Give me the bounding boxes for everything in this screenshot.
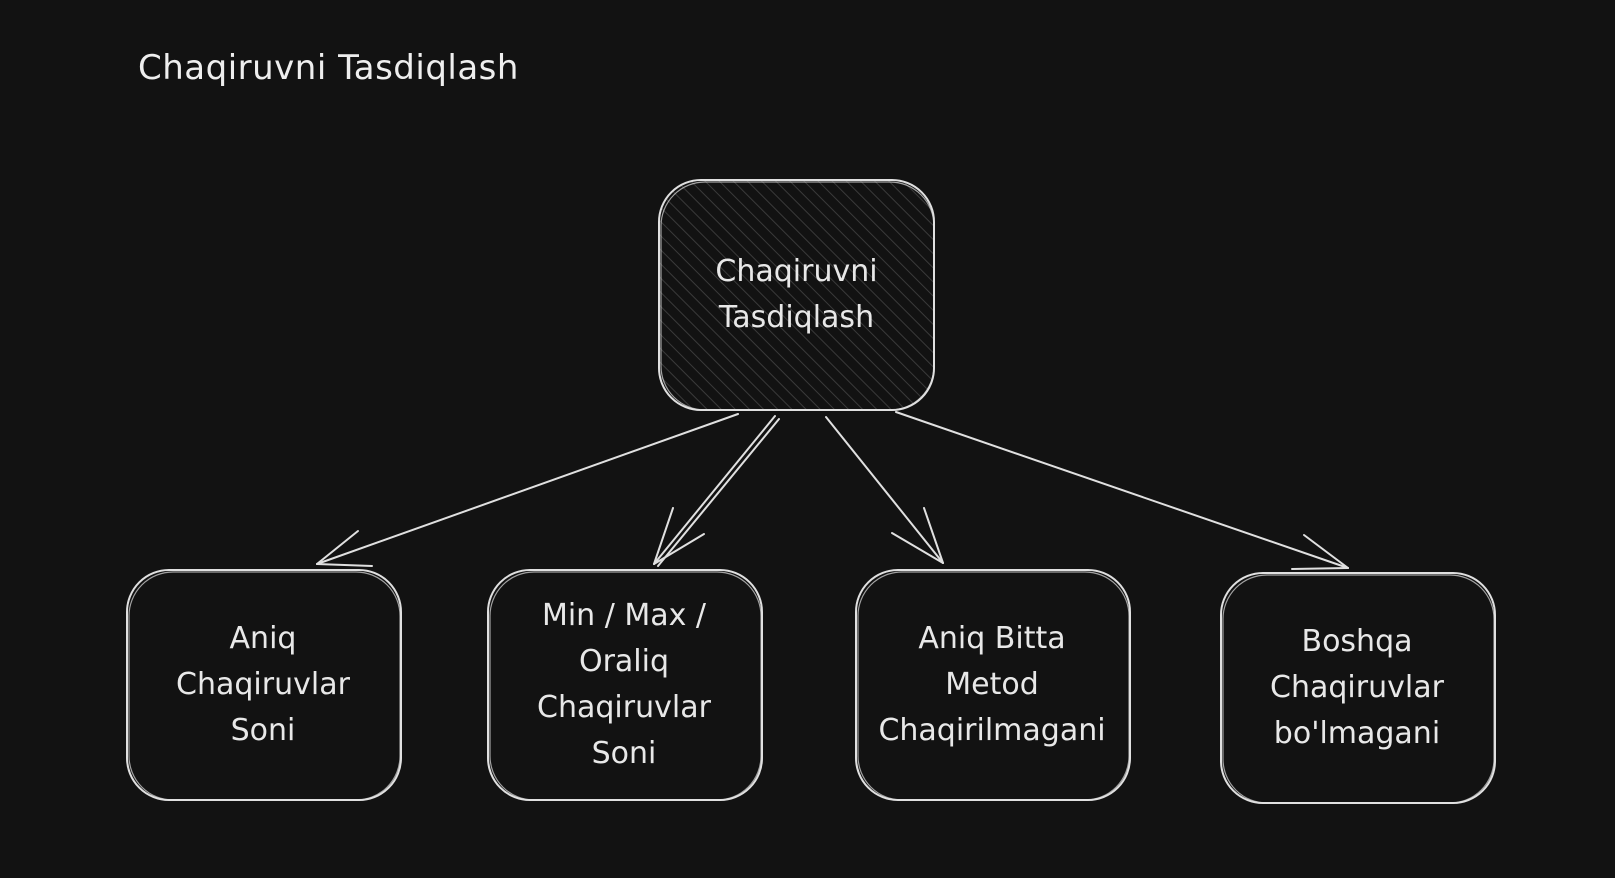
child-node-box-3[interactable] bbox=[855, 569, 1131, 801]
diagram-title: Chaqiruvni Tasdiqlash bbox=[138, 48, 519, 88]
child-node-1-line-2: Chaqiruvlar bbox=[176, 667, 350, 702]
child-node-box-4[interactable] bbox=[1220, 572, 1496, 804]
child-node-3-line-2: Metod bbox=[945, 667, 1039, 702]
child-node-2[interactable]: Min / Max / Oraliq Chaqiruvlar Soni bbox=[488, 570, 760, 800]
child-node-4[interactable]: Boshqa Chaqiruvlar bo'lmagani bbox=[1221, 573, 1493, 803]
child-node-box-1[interactable] bbox=[126, 569, 402, 801]
child-node-2-line-2: Oraliq bbox=[578, 644, 670, 679]
child-node-box-2[interactable] bbox=[487, 569, 763, 801]
arrow-to-child-1 bbox=[316, 413, 739, 567]
child-node-1-line-3: Soni bbox=[230, 713, 296, 748]
child-node-4-line-1: Boshqa bbox=[1301, 624, 1413, 659]
arrow-to-child-4 bbox=[895, 411, 1349, 570]
child-node-2-line-4: Soni bbox=[591, 736, 657, 771]
root-node[interactable]: Chaqiruvni Tasdiqlash bbox=[659, 180, 934, 410]
root-node-box[interactable] bbox=[658, 179, 935, 411]
child-node-3[interactable]: Aniq Bitta Metod Chaqirilmagani bbox=[856, 570, 1128, 800]
root-node-label-line-2: Tasdiqlash bbox=[718, 300, 875, 335]
child-node-4-line-2: Chaqiruvlar bbox=[1270, 670, 1444, 705]
child-node-2-line-1: Min / Max / bbox=[541, 598, 707, 633]
arrow-to-child-3 bbox=[825, 416, 944, 564]
child-node-4-line-3: bo'lmagani bbox=[1273, 716, 1441, 751]
child-node-3-line-1: Aniq Bitta bbox=[918, 621, 1066, 656]
child-node-1-line-1: Aniq bbox=[229, 621, 297, 656]
arrow-to-child-2 bbox=[653, 415, 780, 567]
child-node-2-line-3: Chaqiruvlar bbox=[537, 690, 711, 725]
root-node-label-line-1: Chaqiruvni bbox=[715, 254, 878, 289]
child-node-3-line-3: Chaqirilmagani bbox=[878, 713, 1106, 748]
child-node-1[interactable]: Aniq Chaqiruvlar Soni bbox=[127, 570, 399, 800]
